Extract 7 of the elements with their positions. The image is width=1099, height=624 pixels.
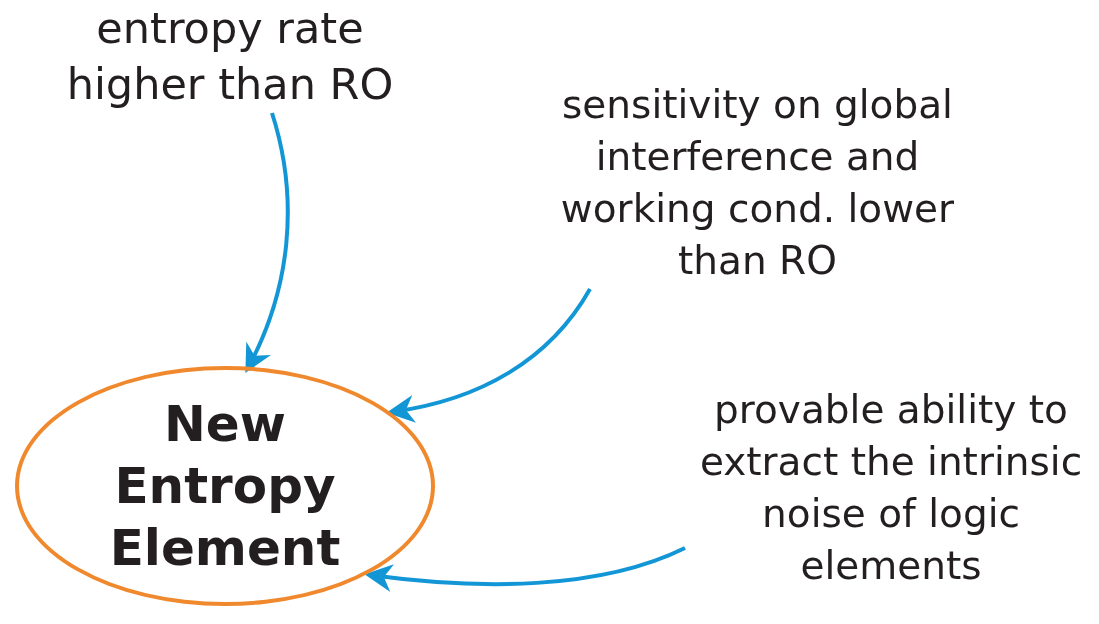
- note-text: provable ability to extract the intrinsic noise of logic elements: [698, 386, 1084, 590]
- note-text: entropy rate higher than RO: [65, 2, 395, 111]
- arrow: [245, 112, 290, 373]
- note-text: sensitivity on global interference and working cond. lower than RO: [559, 81, 956, 285]
- arrow: [364, 546, 686, 592]
- node-title: New Entropy Element: [108, 394, 342, 579]
- ellipse-node: [15, 366, 435, 606]
